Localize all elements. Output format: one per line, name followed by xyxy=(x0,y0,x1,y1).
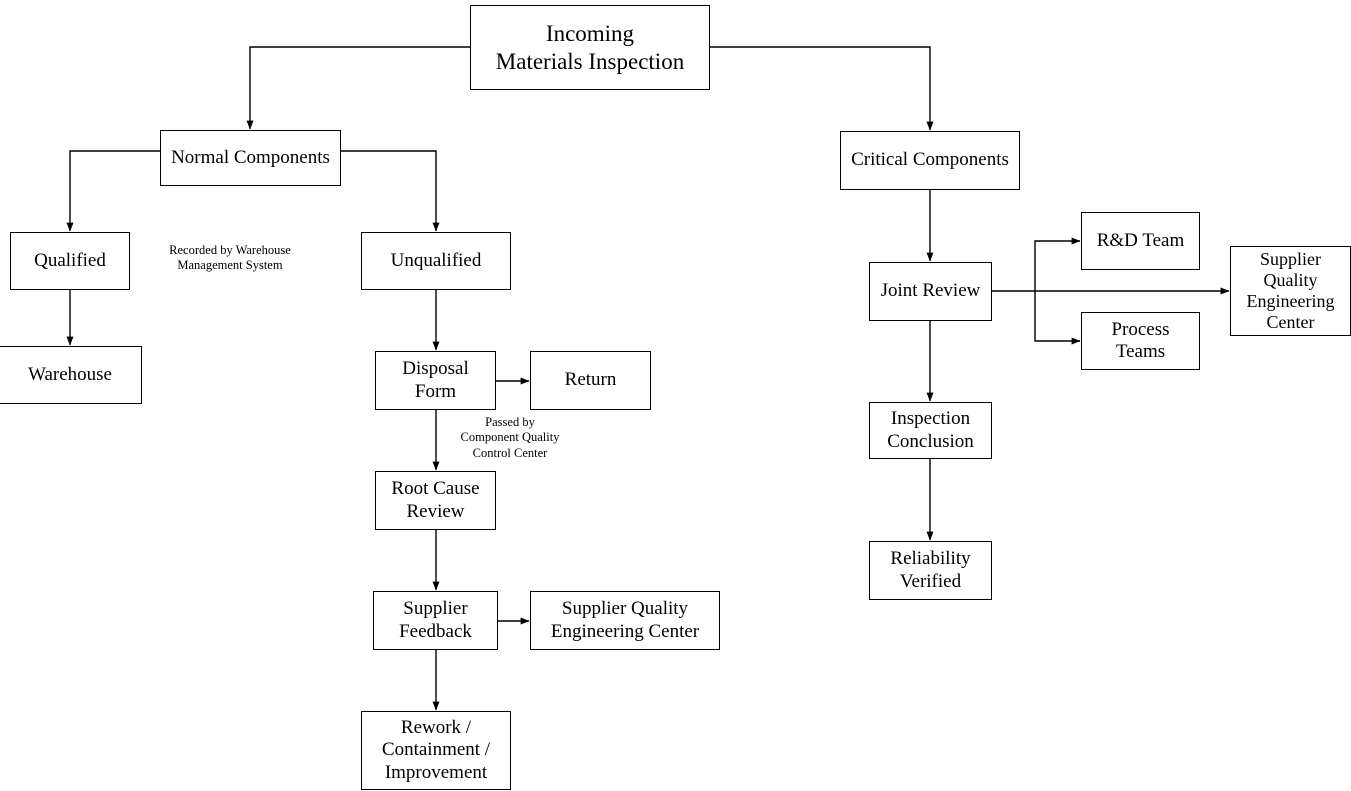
node-label: Supplier Quality Engineering Center xyxy=(550,598,700,642)
node-supplier-quality-engineering-center-right[interactable]: Supplier Quality Engineering Center xyxy=(1230,246,1351,336)
node-incoming-materials-inspection[interactable]: Incoming Materials Inspection xyxy=(470,5,710,90)
node-disposal-form[interactable]: Disposal Form xyxy=(375,351,496,410)
node-label: Supplier Quality Engineering Center xyxy=(1246,248,1335,333)
node-label: Root Cause Review xyxy=(391,478,480,522)
node-process-teams[interactable]: Process Teams xyxy=(1081,312,1200,370)
node-label: Reliability Verified xyxy=(890,548,971,592)
node-joint-review[interactable]: Joint Review xyxy=(869,262,992,321)
node-supplier-quality-engineering-center-mid[interactable]: Supplier Quality Engineering Center xyxy=(530,591,720,650)
edge-joint-review-to-process-teams xyxy=(1034,291,1081,345)
edge-normal-components-to-qualified xyxy=(66,150,160,232)
node-rd-team[interactable]: R&D Team xyxy=(1081,212,1200,270)
node-label: Return xyxy=(564,369,617,391)
node-label: Supplier Feedback xyxy=(399,598,472,642)
node-label: Rework / Containment / Improvement xyxy=(381,716,491,783)
node-supplier-feedback[interactable]: Supplier Feedback xyxy=(373,591,498,650)
node-label: Unqualified xyxy=(390,249,482,271)
node-qualified[interactable]: Qualified xyxy=(10,232,130,290)
node-label: Normal Components xyxy=(171,146,330,168)
node-return[interactable]: Return xyxy=(530,351,651,410)
node-label: Critical Components xyxy=(851,149,1009,171)
edge-label-passed-by-component-quality-control-center: Passed by Component Quality Control Cent… xyxy=(460,415,560,460)
node-inspection-conclusion[interactable]: Inspection Conclusion xyxy=(869,402,992,459)
node-warehouse[interactable]: Warehouse xyxy=(0,346,142,404)
node-critical-components[interactable]: Critical Components xyxy=(840,131,1020,190)
node-root-cause-review[interactable]: Root Cause Review xyxy=(375,471,496,530)
node-label: Warehouse xyxy=(28,363,112,385)
edge-normal-components-to-unqualified xyxy=(341,150,440,232)
node-label: R&D Team xyxy=(1096,229,1185,251)
node-normal-components[interactable]: Normal Components xyxy=(160,130,341,186)
edge-root-to-normal-components xyxy=(246,46,470,130)
node-label: Qualified xyxy=(34,249,106,271)
edge-joint-review-to-rd-team xyxy=(1034,237,1081,291)
node-unqualified[interactable]: Unqualified xyxy=(361,232,511,290)
node-label: Inspection Conclusion xyxy=(887,408,974,452)
node-rework-containment-improvement[interactable]: Rework / Containment / Improvement xyxy=(361,711,511,790)
edge-label-recorded-by-warehouse-management-system: Recorded by Warehouse Management System xyxy=(169,243,291,273)
node-label: Process Teams xyxy=(1111,318,1170,362)
node-label: Joint Review xyxy=(880,280,981,302)
node-reliability-verified[interactable]: Reliability Verified xyxy=(869,541,992,600)
node-label: Incoming Materials Inspection xyxy=(495,21,685,74)
edge-root-to-critical-components xyxy=(710,46,934,131)
node-label: Disposal Form xyxy=(402,358,469,402)
